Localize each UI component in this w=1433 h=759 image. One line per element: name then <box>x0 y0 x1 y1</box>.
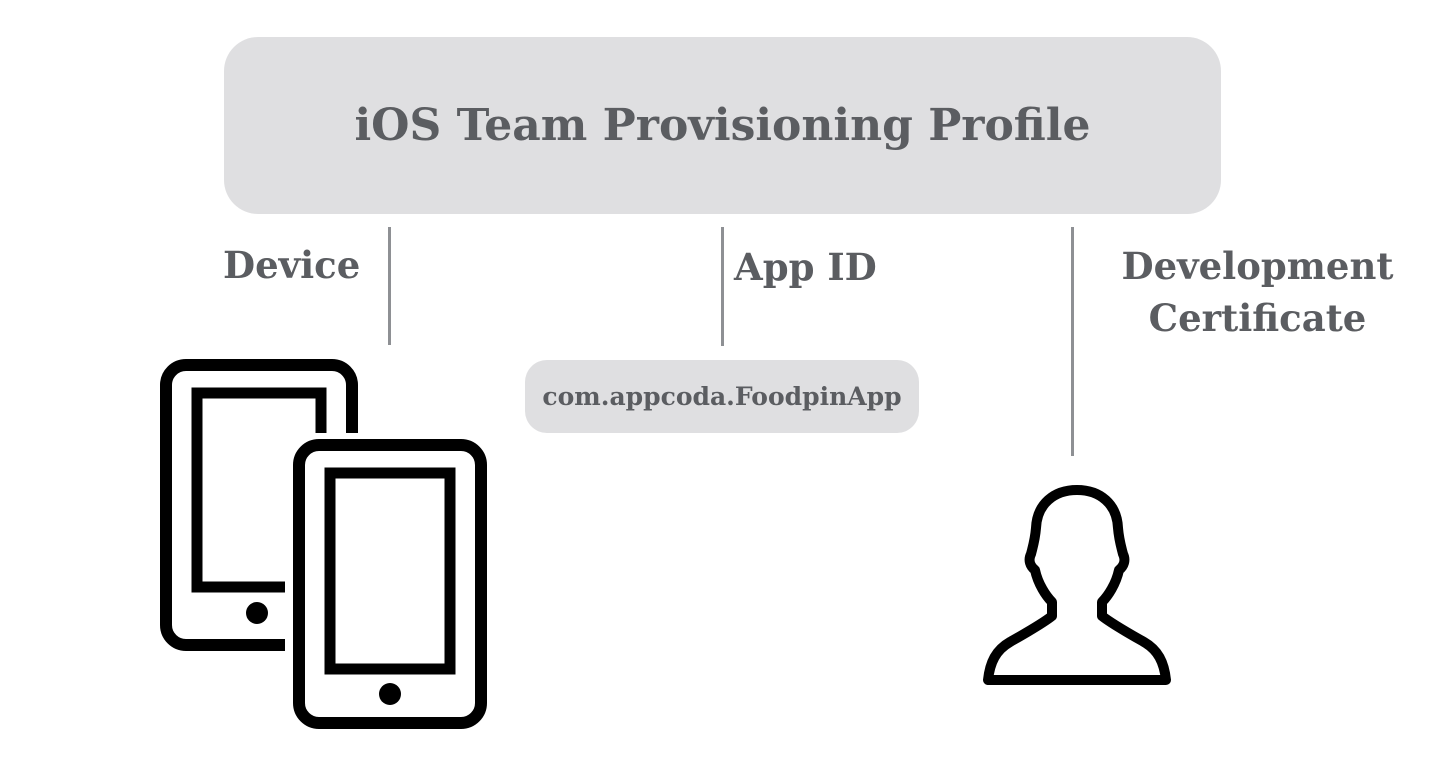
person-icon <box>983 485 1171 685</box>
bundle-id-pill: com.appcoda.FoodpinApp <box>525 360 919 433</box>
devices-icon <box>160 359 493 733</box>
certificate-label-line2: Certificate <box>1148 296 1367 340</box>
provisioning-profile-box: iOS Team Provisioning Profile <box>224 37 1221 214</box>
app-id-label: App ID <box>734 245 877 289</box>
bundle-id-text: com.appcoda.FoodpinApp <box>542 382 902 411</box>
certificate-connector <box>1071 227 1074 456</box>
app-id-connector <box>721 227 724 346</box>
certificate-label-line1: Development <box>1121 244 1394 288</box>
device-label: Device <box>223 243 361 287</box>
profile-title: iOS Team Provisioning Profile <box>354 100 1091 151</box>
device-connector <box>388 227 391 345</box>
certificate-label: Development Certificate <box>1100 240 1415 344</box>
front-device-icon <box>285 433 493 733</box>
